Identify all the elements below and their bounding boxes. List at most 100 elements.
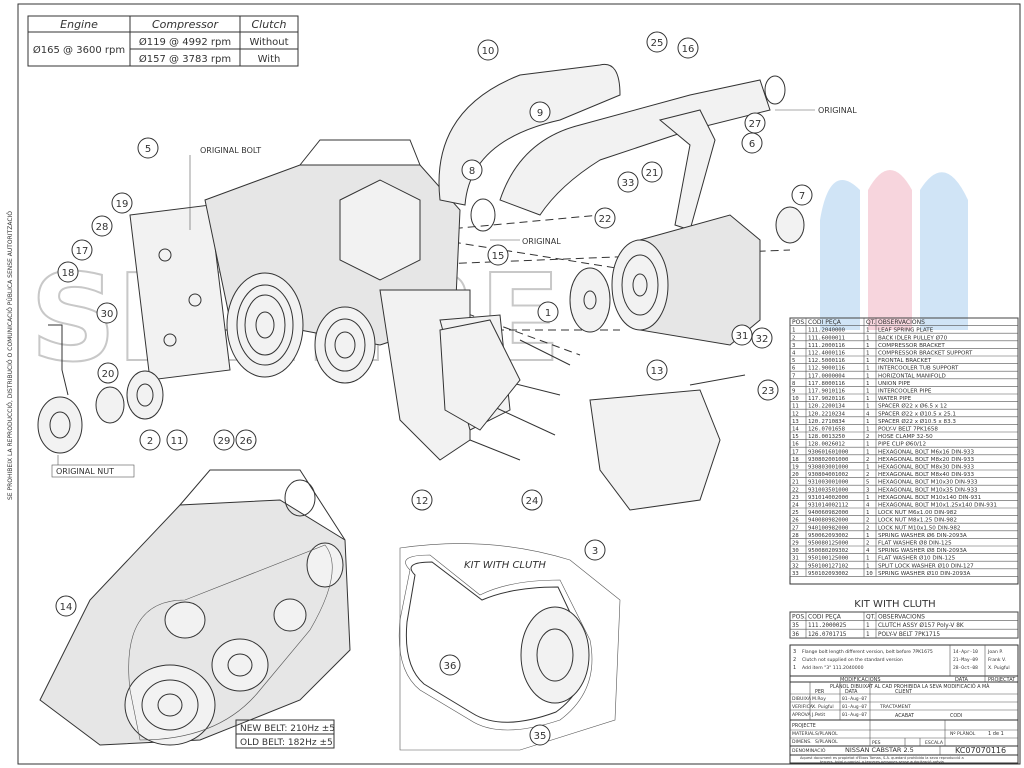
pes-label: PES <box>872 740 881 746</box>
svg-text:1: 1 <box>866 335 869 341</box>
svg-text:16: 16 <box>792 442 799 448</box>
svg-text:QT.: QT. <box>866 319 876 326</box>
svg-text:2: 2 <box>147 436 153 447</box>
svg-text:POLY-V BELT 7PK1658: POLY-V BELT 7PK1658 <box>878 427 938 433</box>
balloon-20: 20 <box>97 362 119 384</box>
svg-text:Joan P.: Joan P. <box>987 649 1003 655</box>
svg-text:5: 5 <box>866 480 869 486</box>
svg-text:HEXAGONAL BOLT M8x30 DIN-933: HEXAGONAL BOLT M8x30 DIN-933 <box>878 465 974 471</box>
material-value: S/PLANOL <box>815 731 838 737</box>
svg-text:1: 1 <box>866 442 869 448</box>
svg-text:14-Apr-10: 14-Apr-10 <box>953 649 978 655</box>
svg-text:4: 4 <box>866 411 870 417</box>
svg-text:24: 24 <box>792 503 799 509</box>
plano-label: Nº PLÀNOL <box>950 730 976 737</box>
svg-text:1: 1 <box>866 510 869 516</box>
svg-text:HEXAGONAL BOLT M10x1.25x140 DI: HEXAGONAL BOLT M10x1.25x140 DIN-931 <box>878 503 997 509</box>
svg-text:10: 10 <box>482 46 495 57</box>
revisions-header: MODIFICACIONS <box>840 677 881 683</box>
client-label: CLIENT <box>895 689 912 695</box>
svg-text:4: 4 <box>866 548 870 554</box>
svg-text:1: 1 <box>866 373 869 379</box>
svg-text:1: 1 <box>866 358 869 364</box>
svg-text:20: 20 <box>792 472 799 478</box>
svg-text:POS.: POS. <box>792 319 806 326</box>
svg-text:9: 9 <box>537 108 543 119</box>
svg-text:23: 23 <box>762 386 775 397</box>
svg-text:128.0026012: 128.0026012 <box>808 442 845 448</box>
balloon-36: 36 <box>439 654 461 676</box>
svg-text:SPACER Ø22 x Ø10.5 x 83.3: SPACER Ø22 x Ø10.5 x 83.3 <box>878 418 956 425</box>
svg-text:36: 36 <box>792 632 799 638</box>
svg-text:111.2000116: 111.2000116 <box>808 343 845 349</box>
svg-text:Flange bolt length different v: Flange bolt length different version, be… <box>802 649 933 655</box>
svg-text:931014002112: 931014002112 <box>808 503 848 509</box>
svg-text:1: 1 <box>866 563 869 569</box>
svg-text:2: 2 <box>866 472 869 478</box>
balloon-23: 23 <box>757 379 779 401</box>
svg-text:2: 2 <box>793 657 796 663</box>
svg-text:HEXAGONAL BOLT M8x40 DIN-933: HEXAGONAL BOLT M8x40 DIN-933 <box>878 472 974 478</box>
svg-text:950080209302: 950080209302 <box>808 548 848 554</box>
balloon-28: 28 <box>91 215 113 237</box>
svg-text:1: 1 <box>866 366 869 372</box>
svg-text:4: 4 <box>866 503 870 509</box>
svg-text:Add item "3" 111.2040000: Add item "3" 111.2040000 <box>802 665 864 671</box>
footer-line-1: Aquest document es propietat d'Eixos Tom… <box>800 756 964 760</box>
svg-text:120.2200134: 120.2200134 <box>808 404 846 410</box>
exploded-view <box>37 63 805 751</box>
hose-clamp-top <box>764 75 786 105</box>
spec-header-engine: Engine <box>60 18 98 31</box>
svg-text:13: 13 <box>792 419 799 425</box>
codi-label: CODI <box>950 713 962 719</box>
svg-text:950100127102: 950100127102 <box>808 563 848 569</box>
svg-text:1: 1 <box>866 623 870 629</box>
svg-text:117.0000004: 117.0000004 <box>808 373 846 379</box>
svg-text:950102093002: 950102093002 <box>808 571 848 577</box>
svg-text:1: 1 <box>866 396 869 402</box>
svg-text:21-May-09: 21-May-09 <box>953 657 978 663</box>
svg-text:930803001000: 930803001000 <box>808 465 848 471</box>
svg-text:1: 1 <box>866 449 869 455</box>
escala-label: ESCALA <box>925 740 944 746</box>
svg-text:112.5000116: 112.5000116 <box>808 358 845 364</box>
bolt-long-5 <box>689 374 746 386</box>
svg-text:1: 1 <box>866 328 869 334</box>
belt-note-new: NEW BELT: 210Hz ±5 <box>240 724 335 734</box>
svg-text:5: 5 <box>792 358 795 364</box>
svg-text:33: 33 <box>792 571 799 577</box>
svg-text:HEXAGONAL BOLT M10x140 DIN-931: HEXAGONAL BOLT M10x140 DIN-931 <box>878 495 982 501</box>
projecte-label: PROJECTE <box>792 723 816 729</box>
svg-text:13: 13 <box>651 366 664 377</box>
svg-text:6: 6 <box>792 366 795 372</box>
svg-text:2: 2 <box>866 541 869 547</box>
balloon-17: 17 <box>71 239 93 261</box>
drawing-code: KC07070116 <box>955 746 1006 755</box>
svg-text:10: 10 <box>866 571 873 577</box>
svg-text:HEXAGONAL BOLT M6x16 DIN-933: HEXAGONAL BOLT M6x16 DIN-933 <box>878 449 974 455</box>
svg-text:OBSERVACIONS: OBSERVACIONS <box>878 614 925 621</box>
svg-text:11: 11 <box>792 404 799 410</box>
svg-text:8: 8 <box>792 381 796 387</box>
svg-text:1: 1 <box>792 328 795 334</box>
svg-text:14: 14 <box>60 602 73 613</box>
assembled-engine-view <box>39 469 351 746</box>
svg-text:940100982000: 940100982000 <box>808 525 848 531</box>
svg-text:950062093002: 950062093002 <box>808 533 848 539</box>
compressor-clutch-assy <box>611 214 761 346</box>
svg-text:POS.: POS. <box>792 614 806 621</box>
svg-text:1: 1 <box>545 308 551 319</box>
svg-text:31: 31 <box>736 331 749 342</box>
